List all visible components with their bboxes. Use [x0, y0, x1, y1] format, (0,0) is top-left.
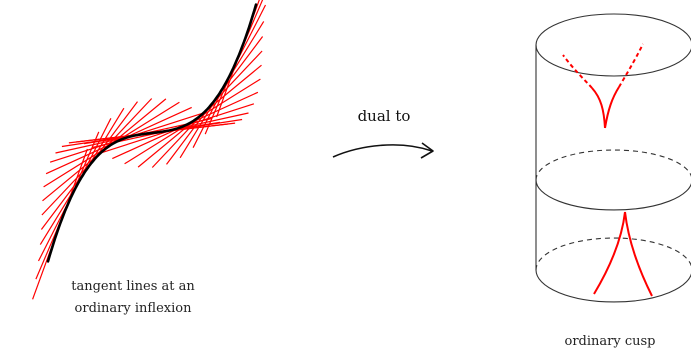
upper-cusp-right-solid — [604, 86, 620, 129]
inflexion-panel: tangent lines at an ordinary inflexion — [32, 0, 267, 316]
lower-cusp-right — [624, 211, 653, 297]
middle-ellipse-front — [535, 179, 691, 211]
inflexion-caption-line1: tangent lines at an — [71, 279, 195, 294]
upper-cusp-right-dashed — [618, 43, 644, 88]
cylinder-top-ellipse — [535, 13, 691, 77]
upper-cusp-left-dashed — [562, 54, 593, 89]
tangent-lines — [32, 0, 267, 300]
upper-cusp-left-solid — [591, 87, 606, 129]
bottom-ellipse-front — [535, 269, 691, 303]
arrow-shaft — [332, 144, 433, 158]
cylinder — [535, 13, 691, 303]
inflexion-caption-line2: ordinary inflexion — [75, 301, 193, 316]
arrow-head — [420, 142, 434, 159]
bottom-ellipse-back — [535, 237, 691, 271]
lower-cusp-left — [593, 211, 626, 295]
middle-ellipse-back — [535, 149, 691, 181]
dual-arrow: dual to — [332, 107, 434, 159]
dual-to-label: dual to — [358, 107, 411, 125]
tangent-line — [216, 0, 260, 118]
cusp-curves — [562, 43, 653, 297]
inflexion-curve — [46, 3, 258, 263]
cusp-caption: ordinary cusp — [565, 334, 656, 349]
